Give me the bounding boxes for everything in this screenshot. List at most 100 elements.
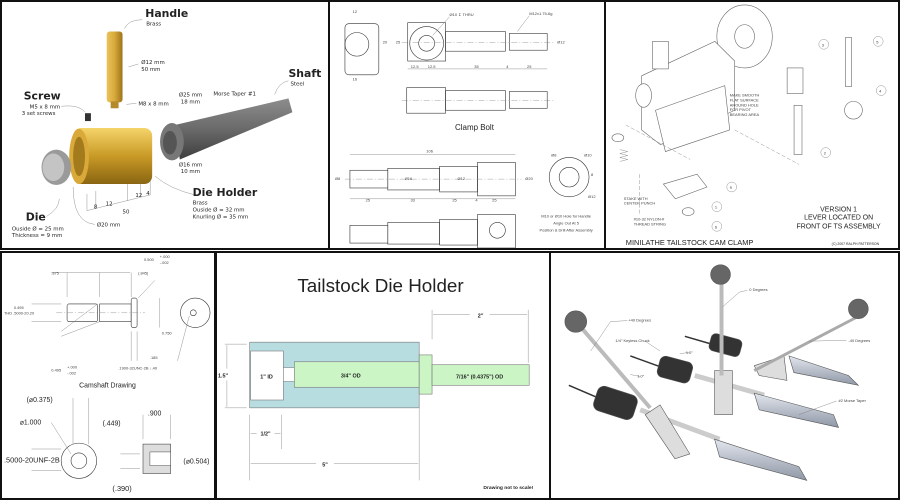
dim-label: 25 [527, 64, 532, 69]
holder-title: Die Holder [193, 186, 258, 199]
shaft-bore-dia: Ø16 mm [179, 161, 202, 168]
balloon-number: 2 [824, 151, 826, 156]
camshaft-dim: .1900-32UNC-2B ↓.40 [118, 366, 158, 371]
camshaft-dim: 0.750 [162, 330, 173, 335]
callout-spacing: 1.0" [637, 373, 645, 378]
note-line: BEARING AREA [730, 112, 760, 117]
shaft-title: Shaft [288, 67, 321, 80]
camshaft-drawing: .875 (.845) 0.500 +.000 -.002 0.495 THD … [4, 254, 211, 493]
lever-positions-drawing: +40 Degrees 0 Degrees -40 Degrees 1/4" K… [564, 264, 870, 481]
callout-lines [590, 290, 847, 415]
panel-die-holder-exploded: Handle Brass Ø12 mm 50 mm M8 x 8 mm Scre… [0, 0, 330, 250]
die-holder-exploded-drawing: Handle Brass Ø12 mm 50 mm M8 x 8 mm Scre… [11, 7, 321, 239]
dim-label: 33 [410, 198, 415, 203]
tailstock-die-holder-drawing: Tailstock Die Holder 2" 1.5" 1" ID 3/4" … [218, 275, 534, 491]
die-part [41, 149, 72, 186]
note-line: FLAT SURFACE [730, 97, 759, 102]
dim-2in: 2" [478, 314, 484, 320]
version-note: LEVER LOCATED ON [804, 214, 873, 221]
handle-dia: Ø12 mm [141, 59, 164, 66]
version-note: FRONT OF TS ASSEMBLY [797, 223, 882, 230]
version-note: VERSION 1 [820, 207, 857, 214]
panel-tailstock-die-holder: Tailstock Die Holder 2" 1.5" 1" ID 3/4" … [215, 251, 551, 500]
note-line: MAKE SMOOTH [730, 92, 760, 97]
drawing-title: Tailstock Die Holder [297, 275, 463, 296]
handle-part [106, 31, 123, 109]
cam-clamp-drawing: 3 5 4 2 9 1 6 MAKE SMOOTH FLAT SURFACE A… [611, 4, 887, 247]
holder-knurl: Knurling Ø = 35 mm [193, 213, 249, 220]
panel-camshaft: .875 (.845) 0.500 +.000 -.002 0.495 THD … [0, 251, 216, 500]
shaft-dia: Ø25 mm [179, 91, 202, 98]
screw-qty: 3 set screws [22, 111, 56, 117]
dim-half: 1/2" [260, 431, 271, 437]
copyright: (C) 2007 RALPH PATTERSON [832, 242, 880, 246]
dim-label: Ø8 [551, 153, 557, 158]
camshaft-dim: 0.495 [51, 368, 62, 373]
panel-lever-positions: +40 Degrees 0 Degrees -40 Degrees 1/4" K… [549, 251, 900, 500]
shaft-len: 18 mm [181, 99, 200, 105]
panel-cam-clamp: 3 5 4 2 9 1 6 MAKE SMOOTH FLAT SURFACE A… [604, 0, 900, 250]
shaft-bore-len: 10 mm [181, 169, 200, 175]
balloon-number: 6 [715, 224, 718, 229]
dim-label: 4 [506, 64, 509, 69]
screw-part [84, 113, 91, 122]
balloons [711, 36, 887, 232]
dim-label: 25 [366, 198, 371, 203]
handle-note: Angle Out At 5 [553, 220, 579, 225]
camshaft-thread-dim: .5000-20UNF-2B [4, 456, 60, 465]
dimension-lines [224, 309, 529, 481]
balloon-number: 1 [715, 205, 717, 210]
dim-label: 25 [492, 198, 497, 203]
camshaft-dim: +.000 [67, 365, 78, 370]
dim-label: Ø8 [335, 176, 341, 181]
dim-label: Ø20 [525, 176, 533, 181]
lever-assembly [564, 264, 869, 481]
stake-note: CENTER PUNCH [624, 201, 656, 206]
holder-bore: Ø20 mm [97, 221, 120, 228]
callout-spacing: 1.0" [686, 350, 694, 355]
camshaft-dim: ⌀1.000 [20, 420, 42, 427]
shaft-34 [294, 361, 420, 388]
clamp-bolt-drawing: 12 20 16 Ø10 ↧ THRU M12x1.75-6g 12.5 12.… [335, 9, 596, 248]
collar [418, 354, 433, 395]
dim-label: Ø10 [584, 153, 592, 158]
holder-dim: 12 [135, 193, 142, 199]
callout-plus40: +40 Degrees [628, 318, 651, 323]
camshaft-dim: .875 [51, 271, 59, 276]
camshaft-dim: (⌀0.375) [27, 397, 53, 404]
camshaft-bottom-dim: (.390) [112, 484, 131, 493]
holder-dim: 4 [146, 191, 150, 197]
handle-material: Brass [146, 22, 161, 28]
dim-label: 12.5 [428, 64, 437, 69]
thread-note: M12x1.75-6g [529, 11, 552, 16]
handle-note: Position & Drill After Assembly [539, 227, 592, 232]
dim-label: Ø12 [458, 176, 466, 181]
stake-note: STAKE WITH [624, 196, 648, 201]
handle-title: Handle [145, 7, 188, 20]
dim-label: Ø12 [557, 39, 565, 44]
clamp-bolt-title: Clamp Bolt [455, 123, 495, 132]
camshaft-dim: -.002 [160, 260, 169, 265]
camshaft-dim: .900 [148, 411, 162, 418]
bore-label: 1" ID [260, 374, 273, 380]
balloon-number: 9 [730, 185, 732, 190]
shaft-material: Steel [290, 82, 304, 88]
dim-label: 35 [474, 64, 479, 69]
handle-thread: M8 x 8 mm [138, 101, 168, 107]
shaft-716 [431, 364, 530, 386]
holder-dim: 50 [123, 210, 130, 216]
die-outside: Ouside Ø = 25 mm [12, 225, 64, 232]
dim-5in: 5" [322, 463, 328, 469]
callout-taper: #2 Morse Taper [839, 398, 867, 403]
body-label: 3/4" OD [341, 373, 361, 379]
die-title: Die [26, 210, 46, 223]
balloon-number: 5 [876, 39, 879, 44]
balloon-number: 3 [822, 42, 825, 47]
dim-label: Ø16 [405, 176, 413, 181]
panel-clamp-bolt: 12 20 16 Ø10 ↧ THRU M12x1.75-6g 12.5 12.… [328, 0, 606, 250]
camshaft-dim: THD .5000-20.20 [4, 311, 35, 316]
camshaft-dim: (.449) [103, 420, 121, 427]
screw-size: M5 x 8 mm [30, 104, 60, 110]
camshaft-title: Camshaft Drawing [79, 382, 136, 389]
dim-label: Ø12 [588, 194, 596, 199]
